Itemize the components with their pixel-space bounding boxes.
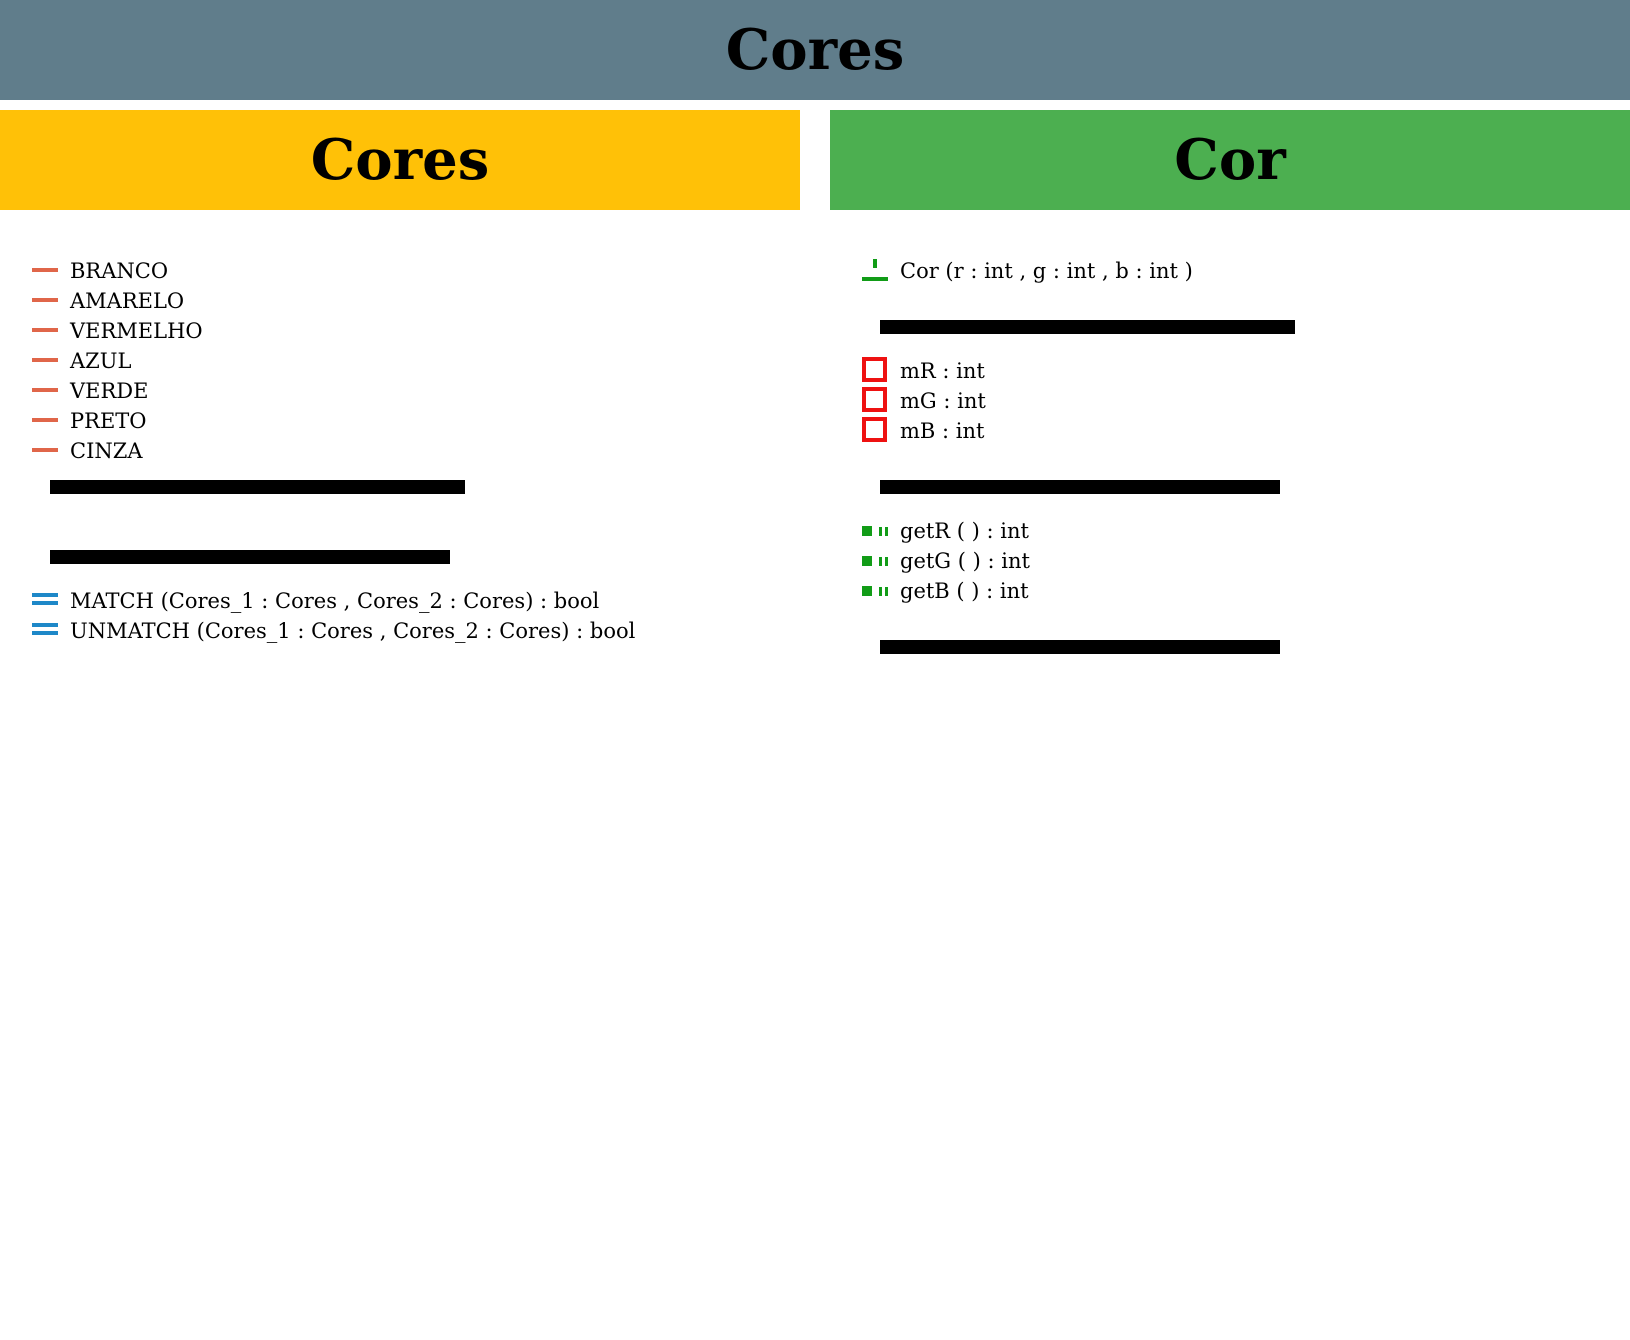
enum-value-item: VERDE [32,376,732,406]
constructor-icon [862,259,888,281]
private-field-icon [862,417,887,442]
field-item: mB : int [862,416,1562,446]
section-separator [880,480,1280,494]
enum-value-icon [32,358,58,362]
private-field-icon [862,387,887,412]
class-header-cor: Cor [830,110,1630,210]
constructor-item: Cor (r : int , g : int , b : int ) [862,256,1562,286]
enum-value-icon [32,448,58,452]
static-method-icon [32,593,58,605]
field-item: mG : int [862,386,1562,416]
enum-value-item: VERMELHO [32,316,732,346]
static-method-item: MATCH (Cores_1 : Cores , Cores_2 : Cores… [32,586,792,616]
method-signature: getG ( ) : int [900,549,1030,573]
enum-value-label: AZUL [70,349,132,373]
static-method-signature: MATCH (Cores_1 : Cores , Cores_2 : Cores… [70,589,600,613]
private-field-icon [862,357,887,382]
class-name-cor: Cor [1174,127,1286,193]
constructor-signature: Cor (r : int , g : int , b : int ) [900,259,1193,283]
field-item: mR : int [862,356,1562,386]
section-separator [880,320,1295,334]
enum-value-item: AMARELO [32,286,732,316]
method-item: getR ( ) : int [862,516,1562,546]
enum-value-icon [32,298,58,302]
enum-value-item: AZUL [32,346,732,376]
field-signature: mB : int [900,419,985,443]
method-signature: getB ( ) : int [900,579,1029,603]
class-header-cores: Cores [0,110,800,210]
field-signature: mR : int [900,359,985,383]
enum-value-label: AMARELO [70,289,185,313]
enum-value-label: CINZA [70,439,143,463]
class-name-cores: Cores [310,127,490,193]
enum-value-item: BRANCO [32,256,732,286]
enum-value-item: PRETO [32,406,732,436]
section-separator [50,550,450,564]
static-method-signature: UNMATCH (Cores_1 : Cores , Cores_2 : Cor… [70,619,636,643]
method-item: getG ( ) : int [862,546,1562,576]
enum-value-icon [32,418,58,422]
public-method-icon [862,526,888,536]
enum-value-icon [32,328,58,332]
enum-value-icon [32,268,58,272]
section-separator [880,640,1280,654]
enum-value-label: PRETO [70,409,147,433]
public-method-icon [862,586,888,596]
method-item: getB ( ) : int [862,576,1562,606]
static-method-item: UNMATCH (Cores_1 : Cores , Cores_2 : Cor… [32,616,792,646]
enum-value-item: CINZA [32,436,732,466]
enum-value-label: VERMELHO [70,319,203,343]
method-signature: getR ( ) : int [900,519,1029,543]
field-signature: mG : int [900,389,986,413]
enum-value-label: VERDE [70,379,149,403]
static-method-icon [32,623,58,635]
diagram-title-bar: Cores [0,0,1630,100]
section-separator [50,480,465,494]
enum-value-icon [32,388,58,392]
diagram-title: Cores [725,17,905,83]
enum-value-label: BRANCO [70,259,169,283]
public-method-icon [862,556,888,566]
